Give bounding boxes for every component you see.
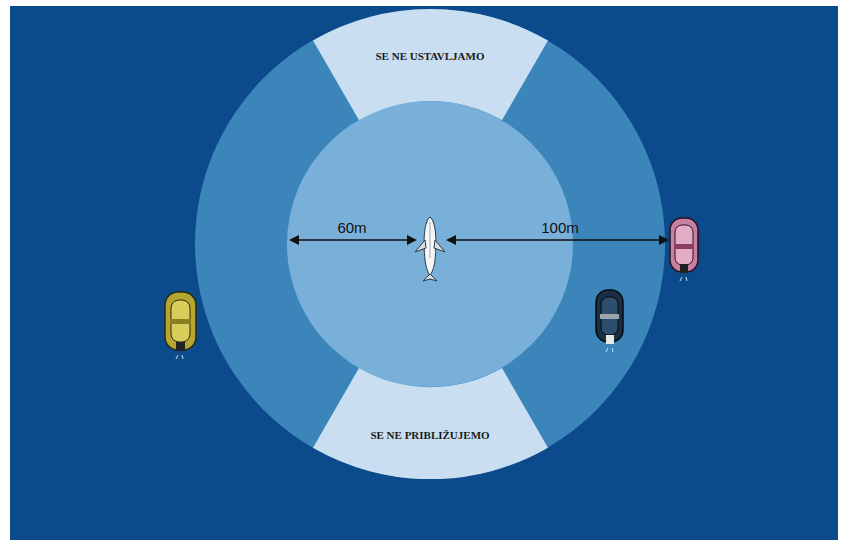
zone-rule-text: SE NE USTAVLJAMO	[370, 49, 490, 63]
dolphin-figure	[415, 217, 445, 281]
no-stopping-sector: SE NE USTAVLJAMO	[313, 9, 548, 120]
boat-yellow	[165, 292, 196, 359]
sector-shape	[313, 368, 548, 479]
dimension-label: 60m	[337, 219, 366, 236]
boat-pink	[670, 218, 698, 281]
sector-fill	[313, 368, 548, 479]
sea-ground	[10, 6, 838, 540]
boat-dark	[596, 290, 623, 352]
zone-rule-text: SE NE PRIBLIŽUJEMO	[370, 428, 490, 442]
inner-zone	[287, 101, 573, 387]
dimension-label: 100m	[541, 219, 579, 236]
no-approach-sector: SE NE PRIBLIŽUJEMO	[313, 368, 548, 479]
dimension-arrows	[289, 235, 669, 245]
sector-shape	[313, 9, 548, 120]
sector-fill	[313, 9, 548, 120]
outer-zone	[195, 9, 665, 479]
